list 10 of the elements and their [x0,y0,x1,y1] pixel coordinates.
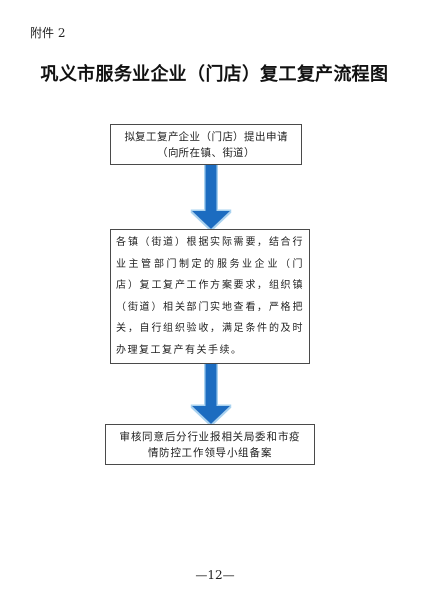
step-text: 拟复工复产企业（门店）提出申请（向所在镇、街道） [123,130,289,160]
block-arrow [192,165,230,229]
process-box [105,424,315,465]
attachment-label: 附件 2 [30,25,66,41]
step-text: 各镇（街道）根据实际需要，结合行业主管部门制定的服务业企业（门店）复工复产工作方案要求，组织镇（街道）相关部门实地查看，严格把关，自行组织验收，满足条件的及时办理复工复产有关手续。 [116,235,304,358]
block-arrow [192,364,230,424]
page-title: 巩义市服务业企业（门店）复工复产流程图 [40,63,388,87]
step-text: 审核同意后分行业报相关局委和市疫情防控工作领导小组备案 [118,430,302,460]
process-box [110,124,302,165]
page-number: —12— [195,567,235,583]
